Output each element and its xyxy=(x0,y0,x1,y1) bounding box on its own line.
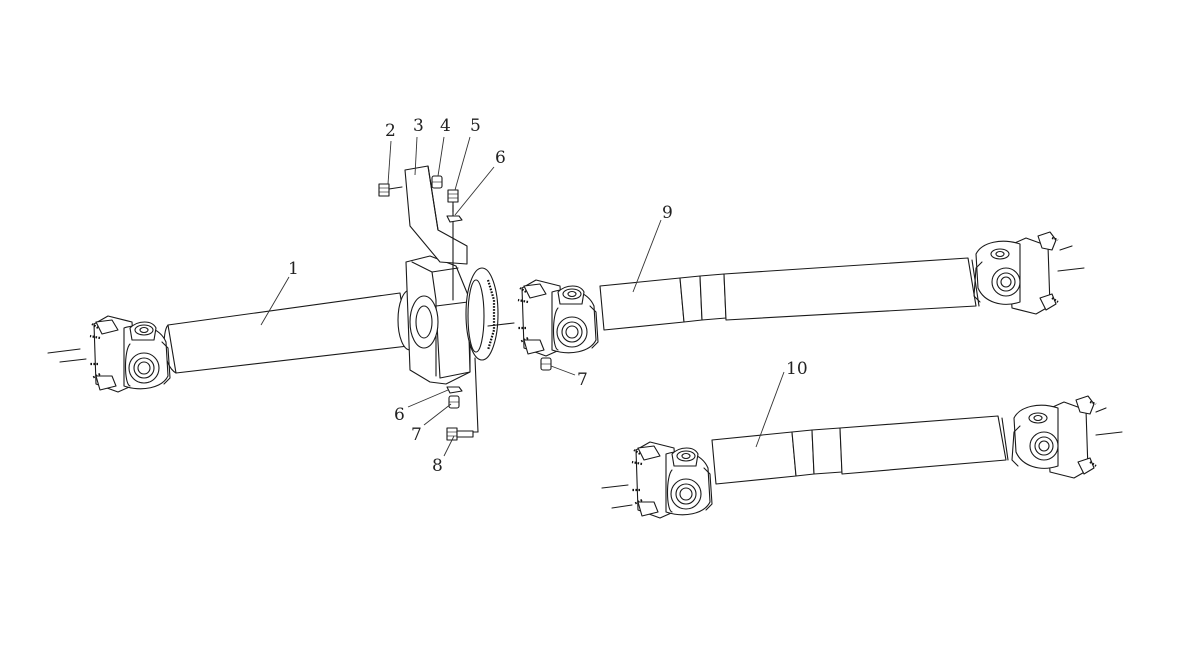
rear-drive-shaft xyxy=(486,230,1086,358)
callout-1: 1 xyxy=(288,259,299,279)
hex-bolt-8 xyxy=(446,427,474,441)
washer-6-lower xyxy=(446,386,463,394)
callout-4: 4 xyxy=(440,116,451,136)
washer-6-upper xyxy=(446,215,463,223)
callout-7-lower: 7 xyxy=(411,425,422,445)
leader-lines xyxy=(260,136,785,457)
hex-nut-4 xyxy=(431,175,443,189)
intermediate-drive-shaft xyxy=(600,394,1124,520)
hex-nut-7-right xyxy=(540,357,552,371)
callout-8: 8 xyxy=(432,456,443,476)
callout-9: 9 xyxy=(662,203,673,223)
callout-10: 10 xyxy=(786,359,808,379)
callout-5: 5 xyxy=(470,116,481,136)
callout-7-right: 7 xyxy=(577,370,588,390)
callout-3: 3 xyxy=(413,116,424,136)
center-bearing-assembly xyxy=(397,165,499,433)
front-drive-shaft xyxy=(47,292,409,394)
callout-6-upper: 6 xyxy=(495,148,506,168)
callout-6-lower: 6 xyxy=(394,405,405,425)
hex-nut-7-lower xyxy=(448,395,460,409)
hex-bolt-5 xyxy=(447,189,459,213)
callout-labels: 1 2 3 4 5 6 6 7 7 8 9 10 xyxy=(288,116,808,476)
callout-2: 2 xyxy=(385,121,396,141)
hex-bolt-2 xyxy=(378,183,403,197)
